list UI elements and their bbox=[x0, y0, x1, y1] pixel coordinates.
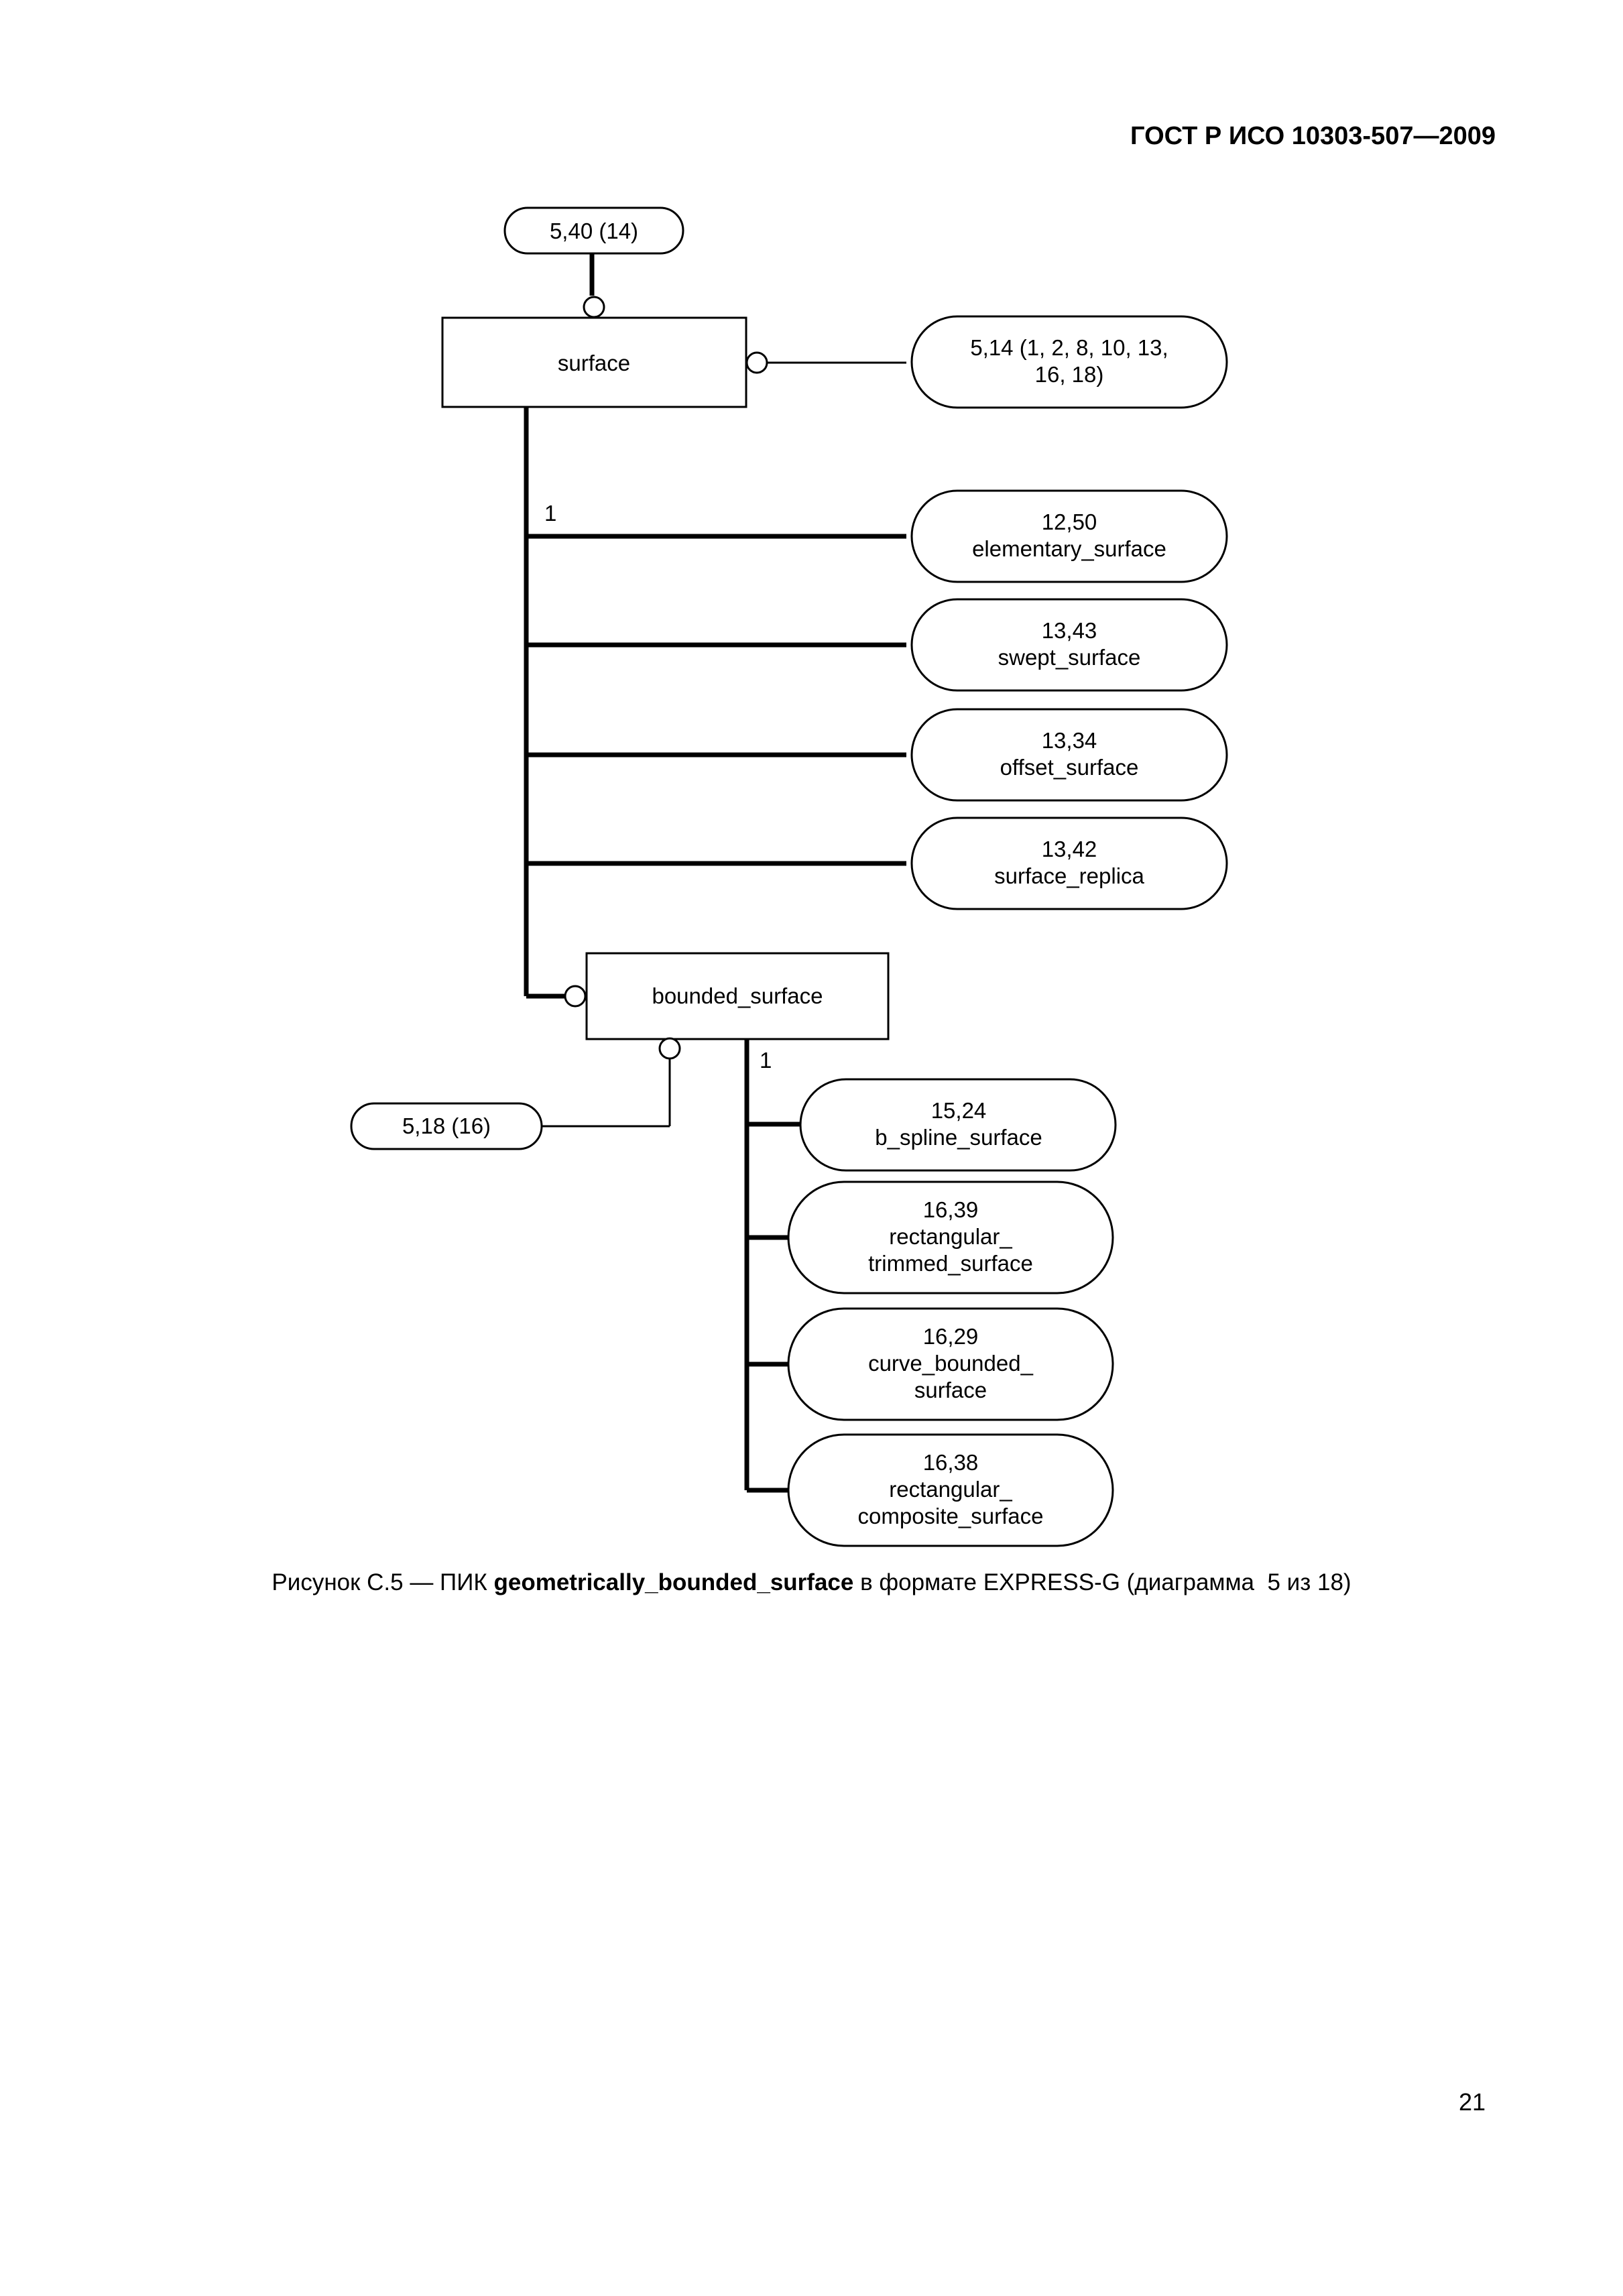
ref-rectangular-trimmed-surface: 16,39 rectangular_ trimmed_surface bbox=[787, 1181, 1114, 1294]
svg-text:offset_surface: offset_surface bbox=[1000, 755, 1139, 780]
ref-elementary-surface: 12,50 elementary_surface bbox=[910, 489, 1228, 583]
circle-surface-top bbox=[583, 296, 605, 318]
page-ref-top: 5,40 (14) bbox=[503, 206, 684, 255]
svg-text:13,42: 13,42 bbox=[1042, 837, 1097, 861]
circle-surface-right bbox=[745, 351, 768, 374]
svg-text:13,34: 13,34 bbox=[1042, 728, 1097, 753]
ref-curve-bounded-surface: 16,29 curve_bounded_ surface bbox=[787, 1307, 1114, 1421]
svg-text:surface: surface bbox=[914, 1378, 987, 1402]
page-number: 21 bbox=[1458, 2088, 1486, 2116]
svg-text:bounded_surface: bounded_surface bbox=[652, 983, 823, 1008]
svg-text:composite_surface: composite_surface bbox=[858, 1504, 1044, 1528]
caption-suffix: в формате EXPRESS-G (диаграмма 5 из 18) bbox=[853, 1569, 1351, 1595]
svg-text:16, 18): 16, 18) bbox=[1035, 362, 1104, 387]
entity-bounded-surface: bounded_surface bbox=[585, 952, 890, 1040]
ref-surface-replica: 13,42 surface_replica bbox=[910, 817, 1228, 910]
one-of-label-bounded: 1 bbox=[760, 1048, 772, 1073]
svg-text:b_spline_surface: b_spline_surface bbox=[875, 1125, 1042, 1150]
entity-surface: surface bbox=[441, 316, 747, 408]
svg-text:rectangular_: rectangular_ bbox=[889, 1224, 1012, 1249]
svg-text:15,24: 15,24 bbox=[931, 1098, 987, 1123]
svg-text:surface: surface bbox=[558, 351, 630, 375]
svg-text:12,50: 12,50 bbox=[1042, 509, 1097, 534]
svg-text:rectangular_: rectangular_ bbox=[889, 1477, 1012, 1502]
connectors bbox=[524, 253, 906, 1493]
svg-text:trimmed_surface: trimmed_surface bbox=[868, 1251, 1033, 1276]
svg-text:16,39: 16,39 bbox=[923, 1197, 979, 1222]
svg-text:swept_surface: swept_surface bbox=[998, 645, 1141, 670]
svg-text:surface_replica: surface_replica bbox=[994, 863, 1144, 888]
circle-bounded-bottom bbox=[658, 1037, 681, 1060]
caption-entity-name: geometrically_bounded_surface bbox=[493, 1569, 854, 1595]
ref-rectangular-composite-surface: 16,38 rectangular_ composite_surface bbox=[787, 1433, 1114, 1547]
ref-offset-surface: 13,34 offset_surface bbox=[910, 708, 1228, 802]
circle-bounded-left bbox=[564, 985, 587, 1008]
svg-text:16,38: 16,38 bbox=[923, 1450, 979, 1475]
page-ref-left: 5,18 (16) bbox=[350, 1102, 543, 1150]
caption-prefix: Рисунок С.5 — ПИК bbox=[272, 1569, 494, 1595]
document-header: ГОСТ Р ИСО 10303-507—2009 bbox=[1130, 122, 1496, 150]
svg-text:5,40 (14): 5,40 (14) bbox=[550, 219, 638, 243]
ref-b-spline-surface: 15,24 b_spline_surface bbox=[799, 1078, 1117, 1172]
ref-swept-surface: 13,43 swept_surface bbox=[910, 598, 1228, 692]
svg-text:elementary_surface: elementary_surface bbox=[972, 536, 1166, 561]
svg-text:curve_bounded_: curve_bounded_ bbox=[868, 1351, 1034, 1376]
svg-text:5,18 (16): 5,18 (16) bbox=[402, 1113, 491, 1138]
figure-caption: Рисунок С.5 — ПИК geometrically_bounded_… bbox=[0, 1569, 1623, 1596]
relationship-circles bbox=[564, 296, 768, 1060]
svg-text:5,14 (1, 2, 8, 10, 13,: 5,14 (1, 2, 8, 10, 13, bbox=[970, 335, 1168, 360]
page-ref-right: 5,14 (1, 2, 8, 10, 13, 16, 18) bbox=[910, 315, 1228, 409]
express-g-diagram: 5,40 (14) surface 5,14 (1, 2, 8, 10, 13,… bbox=[350, 206, 1228, 1547]
svg-text:16,29: 16,29 bbox=[923, 1324, 979, 1349]
svg-text:13,43: 13,43 bbox=[1042, 618, 1097, 643]
one-of-label-surface: 1 bbox=[544, 501, 556, 526]
